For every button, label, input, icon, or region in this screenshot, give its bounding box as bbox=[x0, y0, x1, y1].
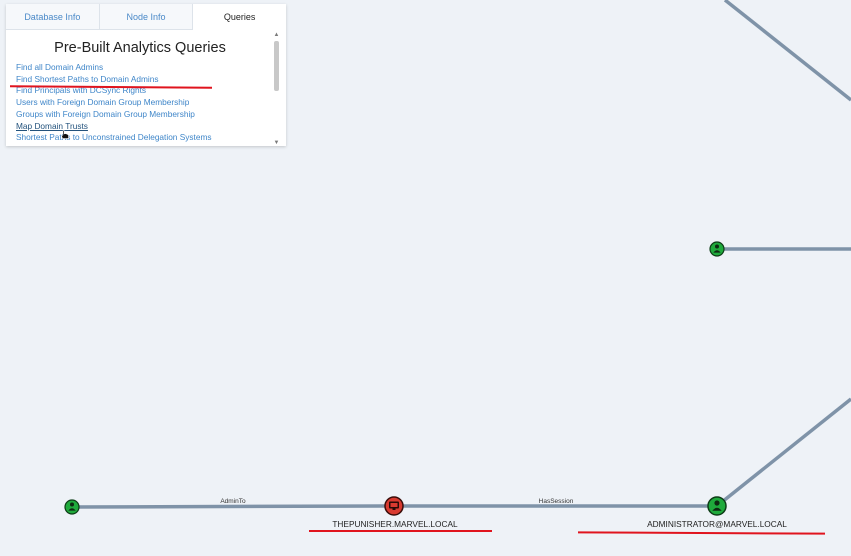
edge-admin-to-right[interactable] bbox=[715, 397, 851, 508]
user-node-middle[interactable] bbox=[709, 241, 725, 257]
user-icon bbox=[712, 500, 722, 511]
scroll-thumb[interactable] bbox=[274, 41, 279, 91]
query-list: Find all Domain Admins Find Shortest Pat… bbox=[6, 62, 286, 144]
scroll-up-icon[interactable]: ▲ bbox=[273, 32, 280, 38]
admin-user-node-label: ADMINISTRATOR@MARVEL.LOCAL bbox=[647, 519, 787, 529]
edge-top-right[interactable] bbox=[723, 0, 851, 102]
tab-queries[interactable]: Queries bbox=[193, 4, 287, 30]
user-node-left[interactable] bbox=[64, 499, 80, 515]
edge-admin-to[interactable] bbox=[71, 504, 395, 509]
hand-cursor-icon bbox=[61, 130, 69, 139]
query-unconstrained-delegation[interactable]: Shortest Paths to Unconstrained Delegati… bbox=[16, 132, 212, 143]
user-icon bbox=[68, 502, 76, 511]
query-groups-foreign-group-membership[interactable]: Groups with Foreign Domain Group Members… bbox=[16, 108, 195, 119]
edge-label-admin-to: AdminTo bbox=[220, 498, 246, 505]
annotation-underline-computer bbox=[309, 530, 492, 532]
computer-node-label: THEPUNISHER.MARVEL.LOCAL bbox=[332, 519, 458, 529]
computer-icon bbox=[389, 501, 399, 510]
panel-title: Pre-Built Analytics Queries bbox=[54, 40, 226, 56]
query-users-foreign-group-membership[interactable]: Users with Foreign Domain Group Membersh… bbox=[16, 97, 190, 108]
tab-database-info[interactable]: Database Info bbox=[6, 4, 100, 29]
computer-node[interactable] bbox=[384, 496, 404, 516]
queries-content: Pre-Built Analytics Queries Find all Dom… bbox=[6, 30, 286, 146]
scroll-down-icon[interactable]: ▼ bbox=[273, 140, 280, 146]
query-shortest-paths-domain-admins[interactable]: Find Shortest Paths to Domain Admins bbox=[16, 73, 159, 84]
query-dcsync-rights[interactable]: Find Principals with DCSync Rights bbox=[16, 85, 147, 96]
panel-tabs: Database Info Node Info Queries bbox=[6, 4, 287, 30]
queries-panel: Database Info Node Info Queries Pre-Buil… bbox=[6, 4, 287, 146]
edge-label-has-session: HasSession bbox=[538, 498, 574, 505]
query-scrollbar[interactable]: ▲ ▼ bbox=[273, 32, 280, 146]
query-map-domain-trusts[interactable]: Map Domain Trusts bbox=[16, 120, 88, 131]
query-find-all-domain-admins[interactable]: Find all Domain Admins bbox=[16, 62, 104, 72]
admin-user-node[interactable] bbox=[707, 496, 727, 516]
user-icon bbox=[713, 244, 721, 253]
tab-node-info[interactable]: Node Info bbox=[99, 4, 194, 29]
